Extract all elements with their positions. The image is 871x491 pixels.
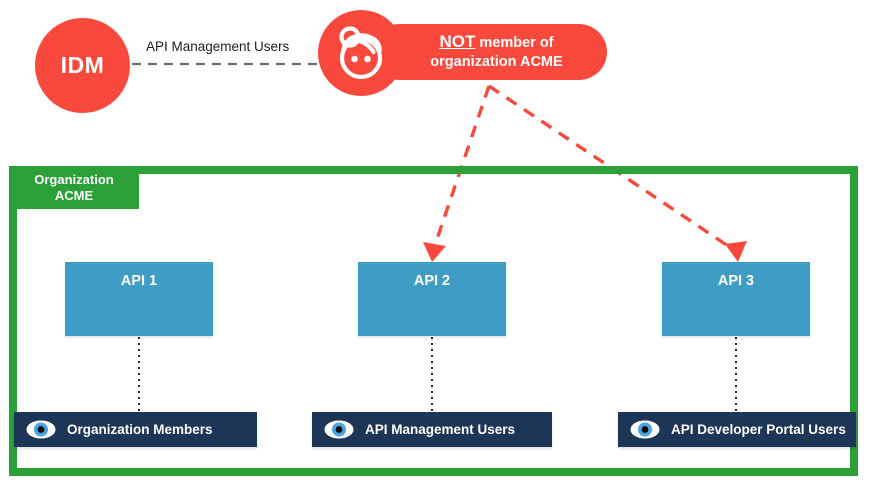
user-avatar[interactable] [318, 10, 404, 96]
role-bar[interactable]: API Management Users [312, 412, 552, 447]
eye-icon [630, 420, 660, 439]
not-member-callout[interactable]: NOT member of organization ACME [372, 24, 607, 80]
role-bar-label: Organization Members [67, 422, 213, 437]
organization-tab: Organization ACME [9, 166, 139, 209]
api-box-label: API 3 [717, 273, 755, 289]
role-bar[interactable]: API Developer Portal Users [618, 412, 856, 447]
api-box-label: API 1 [120, 273, 158, 289]
person-avatar-icon [339, 26, 383, 80]
api-box[interactable]: API 3 [662, 262, 810, 336]
eye-icon [324, 420, 354, 439]
role-bar[interactable]: Organization Members [14, 412, 257, 447]
eye-icon-wrap [630, 420, 660, 439]
callout-text-line2: organization ACME [430, 54, 563, 70]
api-box[interactable]: API 2 [358, 262, 506, 336]
organization-tab-label: Organization ACME [34, 171, 114, 203]
eye-icon-wrap [324, 420, 354, 439]
idm-connection-label: API Management Users [146, 39, 290, 54]
callout-text: NOT member of organization ACME [416, 32, 562, 72]
eye-icon [26, 420, 56, 439]
eye-icon-wrap [26, 420, 56, 439]
idm-label: IDM [60, 52, 105, 78]
api-box-label: API 2 [413, 273, 451, 289]
role-bar-label: API Management Users [365, 422, 516, 437]
callout-emphasis: NOT [439, 32, 476, 51]
callout-text-line1: member of [475, 35, 554, 51]
organization-frame [9, 166, 858, 476]
role-bar-label: API Developer Portal Users [671, 422, 846, 437]
api-box[interactable]: API 1 [65, 262, 213, 336]
idm-node[interactable]: IDM [35, 18, 130, 113]
